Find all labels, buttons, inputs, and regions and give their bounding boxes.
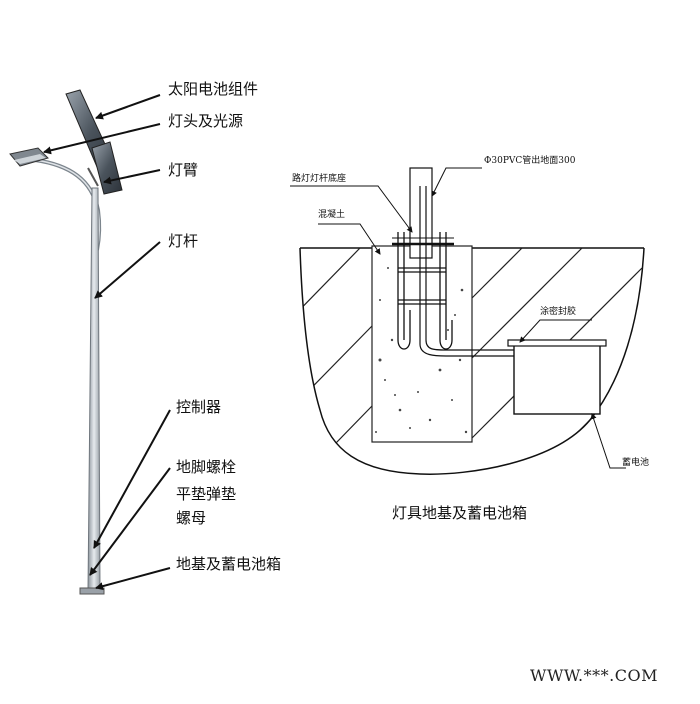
leader-concrete bbox=[318, 223, 381, 255]
concrete-block bbox=[371, 245, 473, 443]
label-pvc-pipe: Φ30PVC管出地面300 bbox=[484, 156, 576, 166]
arrow-foundation bbox=[95, 567, 171, 591]
label-battery: 蓄电池 bbox=[622, 458, 650, 468]
right-leader-lines bbox=[290, 167, 626, 469]
label-lamp-arm: 灯臂 bbox=[168, 161, 199, 179]
label-pole-base: 路灯灯杆底座 bbox=[292, 174, 347, 184]
battery-box-lid bbox=[507, 339, 607, 347]
label-nut: 螺母 bbox=[176, 509, 207, 527]
leader-pole-base bbox=[290, 185, 413, 233]
solar-street-light bbox=[9, 89, 123, 595]
arrow-anchor-bolt bbox=[89, 467, 171, 576]
arrow-lamp-head bbox=[43, 123, 161, 155]
label-concrete: 混凝土 bbox=[318, 210, 346, 220]
arrow-solar-module bbox=[95, 94, 161, 120]
label-lamp-pole: 灯杆 bbox=[168, 232, 199, 250]
label-lamp-head: 灯头及光源 bbox=[168, 112, 244, 130]
label-solar-module: 太阳电池组件 bbox=[168, 80, 259, 98]
excavation-outline bbox=[299, 247, 645, 475]
arrow-controller bbox=[93, 409, 171, 549]
leader-pvc-pipe bbox=[431, 167, 482, 197]
label-washers: 平垫弹垫 bbox=[176, 485, 237, 503]
pole-base-flange bbox=[79, 587, 105, 595]
arrow-lamp-pole bbox=[94, 241, 161, 299]
label-sealant: 涂密封胶 bbox=[540, 307, 577, 317]
leader-battery bbox=[590, 413, 626, 469]
pvc-pipe bbox=[419, 186, 514, 357]
leader-sealant bbox=[519, 319, 592, 343]
label-controller: 控制器 bbox=[176, 398, 222, 416]
diagram-caption: 灯具地基及蓄电池箱 bbox=[392, 504, 528, 522]
anchor-bolts bbox=[397, 232, 453, 350]
lamp-pole bbox=[87, 187, 101, 591]
lamp-arm bbox=[34, 158, 102, 251]
watermark: WWW.***.COM bbox=[530, 666, 658, 685]
soil-hatching bbox=[300, 248, 644, 475]
foundation-section bbox=[299, 167, 645, 475]
battery-box bbox=[513, 343, 601, 415]
left-leader-arrows bbox=[43, 94, 171, 591]
solar-panel-lower bbox=[91, 141, 123, 195]
concrete-dots bbox=[375, 267, 468, 434]
label-anchor-bolt: 地脚螺栓 bbox=[176, 458, 237, 476]
label-foundation-box: 地基及蓄电池箱 bbox=[176, 555, 282, 573]
arrow-lamp-arm bbox=[103, 169, 161, 185]
